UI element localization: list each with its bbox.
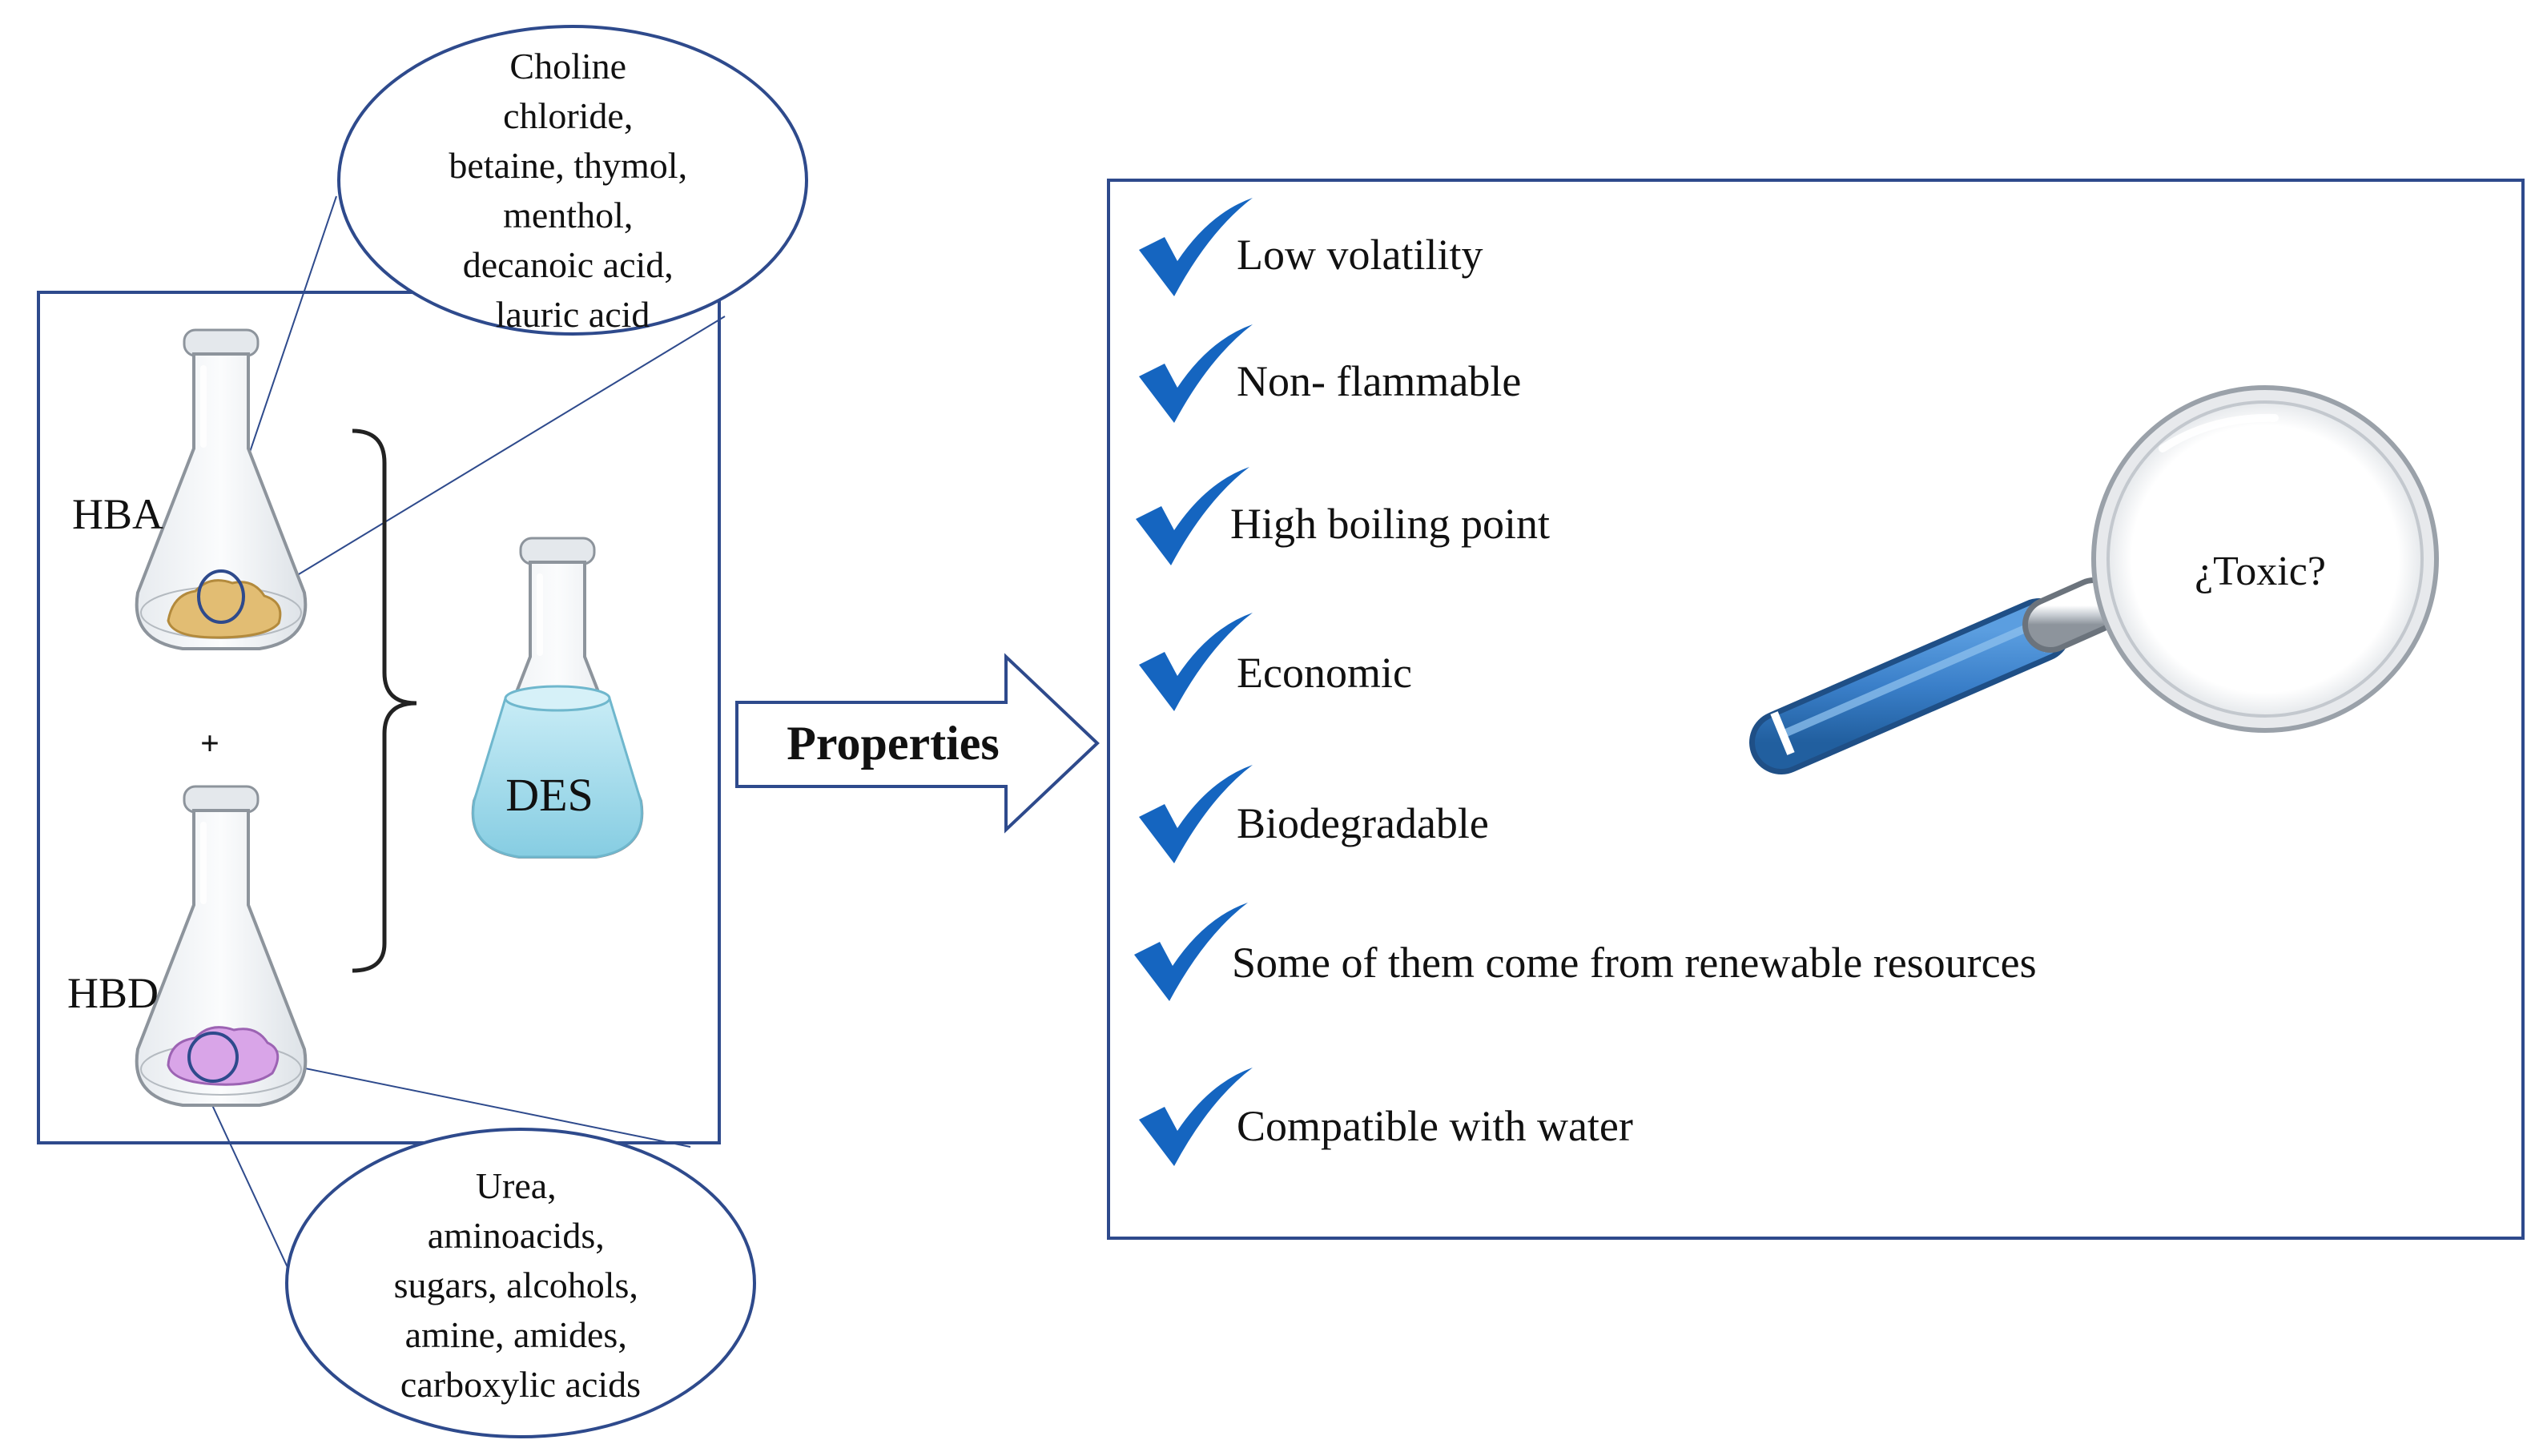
hba-example-line: decanoic acid, — [463, 244, 674, 285]
property-label: Economic — [1237, 649, 1412, 697]
property-label: Low volatility — [1237, 231, 1483, 279]
hbd-examples-ellipse — [285, 1128, 756, 1438]
hbd-flask — [135, 785, 308, 1107]
hba-example-line: Choline — [509, 46, 626, 86]
check-icon — [1139, 324, 1253, 423]
hba-examples-text: Choline chloride, betaine, thymol, menth… — [449, 46, 696, 335]
property-label: Some of them come from renewable resourc… — [1232, 939, 2037, 987]
check-icon — [1139, 198, 1253, 296]
hbd-example-line: Urea, — [476, 1165, 557, 1206]
hba-zoom-circle — [197, 569, 245, 624]
property-item: High boiling point — [1136, 467, 1550, 565]
hba-example-line: menthol, — [503, 195, 633, 235]
des-label: DES — [505, 769, 594, 821]
property-item: Compatible with water — [1139, 1068, 1633, 1166]
check-icon — [1139, 613, 1253, 711]
hbd-example-line: amine, amides, — [405, 1314, 627, 1355]
property-label: High boiling point — [1230, 500, 1550, 548]
properties-arrow — [735, 653, 1100, 834]
curly-brace — [352, 428, 417, 973]
property-label: Compatible with water — [1237, 1102, 1633, 1150]
hba-examples-ellipse — [337, 25, 808, 336]
hba-example-line: lauric acid — [496, 294, 650, 335]
hbd-examples-text: Urea, aminoacids, sugars, alcohols, amin… — [394, 1165, 648, 1405]
hbd-example-line: carboxylic acids — [400, 1364, 641, 1405]
check-icon — [1139, 1068, 1253, 1166]
hbd-label: HBD — [67, 969, 159, 1017]
property-item: Economic — [1139, 613, 1412, 711]
left-panel — [37, 291, 721, 1144]
check-icon — [1136, 467, 1249, 565]
hba-example-line: betaine, thymol, — [449, 145, 687, 186]
des-liquid — [472, 697, 643, 859]
hba-example-line: chloride, — [503, 95, 633, 136]
property-list: Low volatility Non- flammable High boili… — [1134, 198, 2037, 1166]
hba-powder — [167, 579, 282, 639]
des-flask — [471, 537, 644, 859]
property-item: Non- flammable — [1139, 324, 1521, 423]
hbd-example-line: sugars, alcohols, — [394, 1265, 638, 1305]
check-icon — [1139, 765, 1253, 863]
property-item: Biodegradable — [1139, 765, 1489, 863]
hbd-example-line: aminoacids, — [428, 1215, 605, 1256]
hba-label: HBA — [72, 490, 163, 538]
property-label: Biodegradable — [1237, 799, 1489, 847]
toxic-question-label: ¿Toxic? — [2195, 549, 2326, 594]
property-item: Low volatility — [1139, 198, 1483, 296]
hba-flask — [135, 328, 308, 650]
hbd-zoom-circle — [187, 1032, 239, 1083]
check-icon — [1134, 903, 1248, 1001]
properties-arrow-label: Properties — [787, 717, 999, 770]
property-item: Some of them come from renewable resourc… — [1134, 903, 2037, 1001]
properties-panel — [1107, 179, 2525, 1240]
property-label: Non- flammable — [1237, 357, 1521, 405]
plus-sign: + — [200, 726, 219, 762]
magnifying-glass-icon — [1749, 385, 2439, 774]
